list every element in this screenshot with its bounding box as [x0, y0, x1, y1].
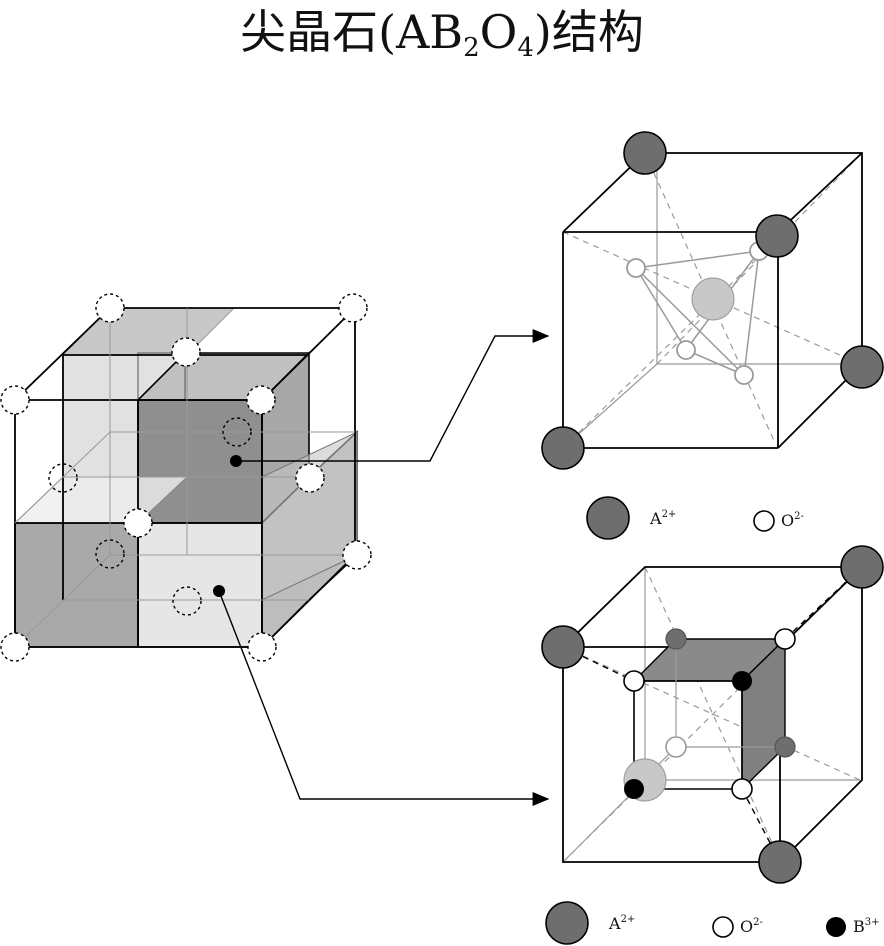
o-site-circle — [0, 632, 30, 662]
legend-b-ion-icon — [826, 917, 846, 937]
legend-bottom-a-label: A2+ — [609, 914, 636, 933]
legend-a-ion-icon — [545, 901, 589, 945]
a-ion — [623, 131, 667, 175]
b-ion — [774, 736, 796, 758]
o-site-circle — [48, 463, 78, 493]
o-site-circle — [246, 385, 276, 415]
legend-o-ion-icon — [753, 510, 775, 532]
o-site-circle — [95, 539, 125, 569]
tetrahedral-cube — [541, 131, 884, 470]
a-ion — [541, 426, 585, 470]
o-site-circle — [342, 540, 372, 570]
b-ion — [624, 779, 644, 799]
a-ion — [840, 545, 884, 589]
o-site-circle — [0, 385, 30, 415]
o-site-circle — [222, 417, 252, 447]
left-unit-cell — [0, 293, 372, 662]
o-site-circle — [95, 293, 125, 323]
o-site-circle — [247, 632, 277, 662]
center-a-ion — [691, 277, 735, 321]
a-ion — [758, 840, 802, 884]
diagram-title: 尖晶石(AB2O4)结构 — [240, 5, 644, 63]
a-ion — [840, 345, 884, 389]
o-ion — [731, 778, 753, 800]
octant-bottom-right — [137, 430, 358, 649]
legend-top-a-label: A2+ — [650, 509, 677, 528]
arrow-to-top-cube — [236, 329, 550, 462]
o-ion — [665, 736, 687, 758]
arrow-to-bottom-cube — [218, 590, 550, 806]
a-ion — [755, 214, 799, 258]
legend-bottom-b-label: B3+ — [853, 917, 880, 936]
legend-top-o-label: O2- — [781, 511, 804, 530]
o-ion — [676, 340, 696, 360]
legend-bottom-o-label: O2- — [740, 917, 763, 936]
o-site-circle — [171, 337, 201, 367]
o-ion — [626, 258, 646, 278]
o-site-circle — [172, 586, 202, 616]
legend-a-ion-icon — [586, 496, 630, 540]
b-ion — [732, 671, 752, 691]
o-ion — [774, 628, 796, 650]
o-site-circle — [295, 463, 325, 493]
o-site-circle — [123, 508, 153, 538]
a-ion — [541, 625, 585, 669]
octahedral-cube — [541, 545, 884, 884]
b-ion — [665, 628, 687, 650]
o-ion — [734, 365, 754, 385]
legend-o-ion-icon — [712, 916, 734, 938]
o-site-circle — [338, 293, 368, 323]
o-ion — [623, 670, 645, 692]
